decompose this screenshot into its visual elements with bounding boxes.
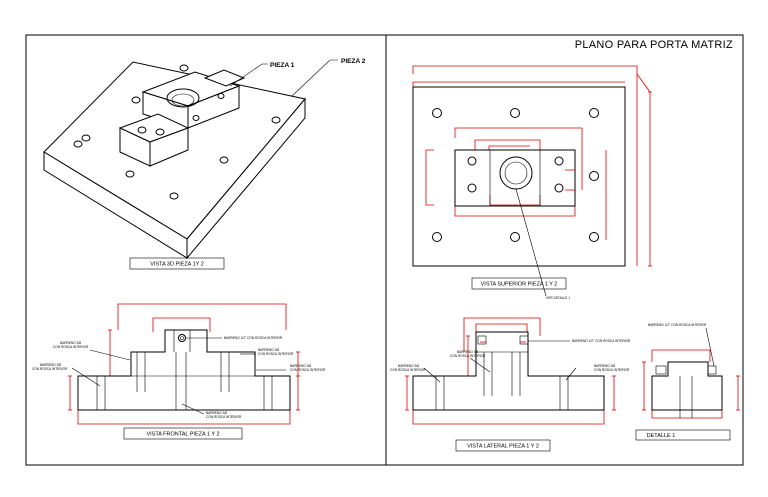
iso-base-holes xyxy=(73,64,281,200)
side-holes xyxy=(435,335,569,410)
front-note-left2b: CON ROSCA INTERIOR xyxy=(32,367,68,371)
label-pieza-1: PIEZA 1 xyxy=(270,62,295,69)
iso-view-3d: PIEZA 1 PIEZA 2 VISTA 3D PIEZA 1Y 2 xyxy=(43,58,366,270)
title-box-side xyxy=(455,439,551,452)
detail-dimensions xyxy=(642,349,740,419)
title-box-3d xyxy=(129,257,225,270)
side-note-left2a: BARRENO 3/8 xyxy=(398,364,419,368)
side-note-right-b: CON ROSCA INTERIOR xyxy=(594,368,630,372)
leader-pieza2 xyxy=(291,59,338,97)
detail-1-view: BARRENO 1/2" CON ROSCA INTERIOR DETALLE … xyxy=(635,323,740,441)
title-top-view: VISTA SUPERIOR PIEZA 1 Y 2 xyxy=(481,282,558,288)
front-note-right2a: BARRENO 3/8 xyxy=(290,364,311,368)
top-view: VER DETALLE 1 VISTA SUPERIOR PIEZA 1 Y 2 xyxy=(412,65,652,300)
front-body xyxy=(77,329,291,411)
sheet-title: PLANO PARA PORTA MATRIZ xyxy=(575,39,733,51)
top-block xyxy=(454,149,576,207)
front-note-left2a: BARRENO 3/8 xyxy=(40,363,61,367)
front-note-right1b: CON ROSCA INTERIOR xyxy=(258,352,294,356)
front-note-right1a: BARRENO 3/8 xyxy=(258,348,279,352)
side-note-top: BARRENO 1/2" CON ROSCA INTERIOR xyxy=(572,339,631,343)
side-view: BARRENO 1/2" CON ROSCA INTERIOR BARRENO … xyxy=(390,317,631,452)
leader-pieza1 xyxy=(229,63,268,87)
sheet-border xyxy=(25,34,744,466)
iso-center-bore xyxy=(166,88,200,108)
front-note-bottom-b: CON ROSCA INTERIOR xyxy=(206,415,242,419)
front-note-top: BARRENO 1/2" CON ROSCA INTERIOR xyxy=(224,336,283,340)
front-note-left1b: CON ROSCA INTERIOR xyxy=(53,345,89,349)
front-view: BARRENO 1/2" CON ROSCA INTERIOR BARRENO … xyxy=(32,303,326,440)
front-holes xyxy=(96,330,273,410)
front-dimensions xyxy=(68,303,300,425)
title-detail-1: DETALLE 1 xyxy=(647,433,676,439)
side-note-left2b: CON ROSCA INTERIOR xyxy=(390,368,426,372)
title-box-top xyxy=(471,277,567,290)
label-pieza-2: PIEZA 2 xyxy=(341,58,366,65)
front-note-right2b: CON ROSCA INTERIOR xyxy=(290,368,326,372)
title-box-front xyxy=(123,427,243,440)
side-note-left1b: CON ROSCA INTERIOR xyxy=(450,354,486,358)
detail-body xyxy=(651,361,723,411)
side-note-left1a: BARRENO 3/8 xyxy=(457,350,478,354)
side-dimensions xyxy=(405,317,616,425)
iso-block-right xyxy=(187,85,240,129)
side-note-right-a: BARRENO 3/8 xyxy=(594,364,615,368)
side-body xyxy=(412,331,605,411)
detail-note: BARRENO 1/2" CON ROSCA INTERIOR xyxy=(648,323,707,327)
iso-base-right xyxy=(186,97,306,260)
iso-step-right xyxy=(149,127,189,167)
top-dimensions xyxy=(412,65,652,267)
detail-ref: VER DETALLE 1 xyxy=(546,296,570,300)
top-base-holes xyxy=(432,108,599,242)
title-3d-view: VISTA 3D PIEZA 1Y 2 xyxy=(150,262,204,268)
title-side-view: VISTA LATERAL PIEZA 1 Y 2 xyxy=(467,444,539,450)
front-note-bottom-a: BARRENO 3/8 xyxy=(206,411,227,415)
front-note-left1a: BARRENO 3/8 xyxy=(60,341,81,345)
title-box-detail xyxy=(635,429,731,441)
title-front-view: VISTA FRONTAL PIEZA 1 Y 2 xyxy=(146,432,219,438)
